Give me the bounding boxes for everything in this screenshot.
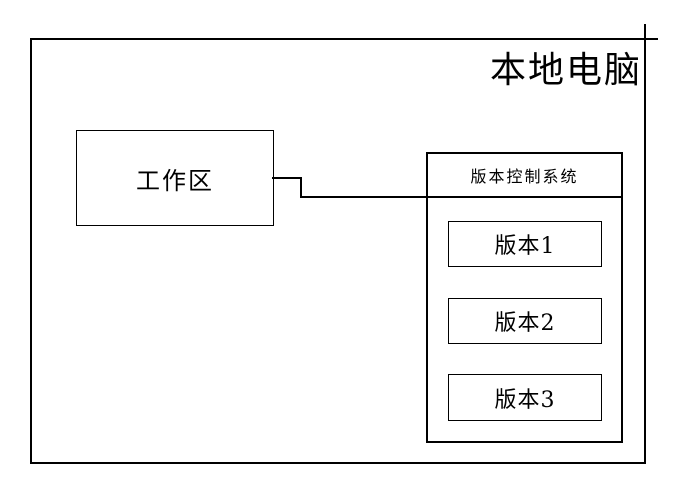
workspace-label: 工作区	[136, 166, 214, 195]
version-box-3: 版本3	[448, 374, 602, 421]
connector-line-segment-2	[300, 177, 302, 198]
border-overshoot-vertical	[644, 24, 646, 40]
version-control-system-header: 版本控制系统	[428, 154, 621, 198]
workspace-box: 工作区	[76, 130, 274, 226]
connector-line-segment-3	[300, 196, 428, 198]
version-box-1: 版本1	[448, 221, 602, 267]
border-overshoot-horizontal	[646, 38, 658, 40]
version-2-label: 版本2	[494, 311, 556, 336]
version-control-system-label: 版本控制系统	[470, 167, 579, 186]
local-computer-label: 本地电脑	[489, 50, 642, 91]
version-box-2: 版本2	[448, 298, 602, 344]
local-computer-box	[30, 38, 646, 464]
version-3-label: 版本3	[494, 387, 556, 413]
version-1-label: 版本1	[494, 234, 556, 259]
connector-line-segment-1	[272, 177, 302, 179]
version-control-system-box: 版本控制系统	[426, 152, 623, 443]
